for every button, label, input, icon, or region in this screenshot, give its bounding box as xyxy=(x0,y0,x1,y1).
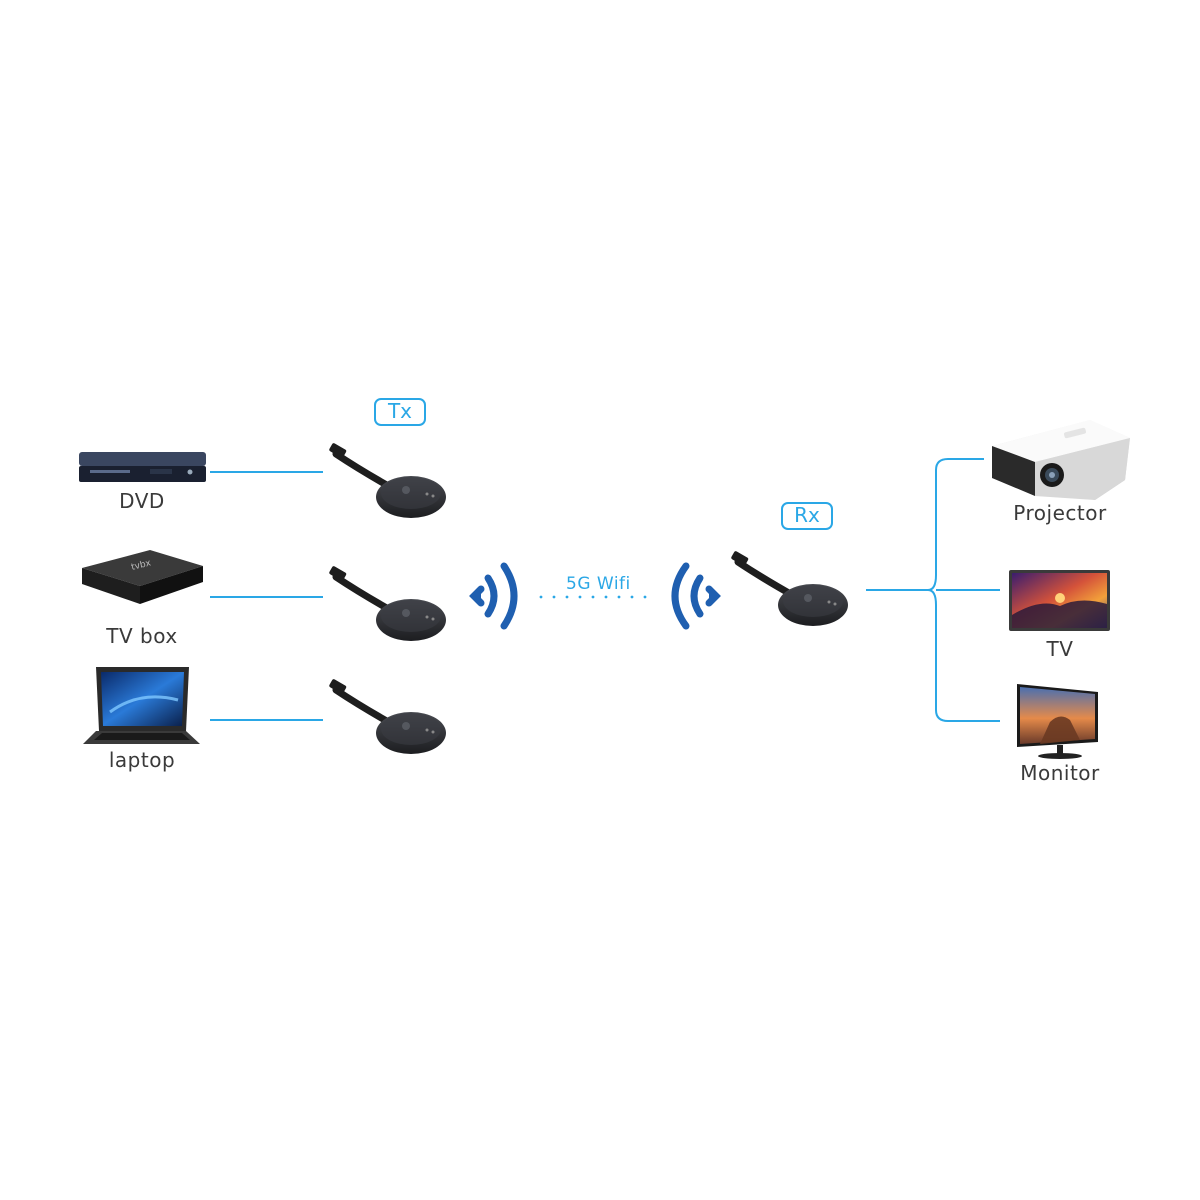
rx-tag: Rx xyxy=(781,502,833,530)
dvd-player-icon xyxy=(79,452,206,482)
destination-label-tv: TV xyxy=(1046,637,1074,661)
monitor-icon xyxy=(1017,684,1098,759)
svg-text:tvbx: tvbx xyxy=(130,558,152,573)
rx-dongle xyxy=(731,551,848,626)
source-label-tvbox: TV box xyxy=(106,624,178,648)
tx-dongle-1 xyxy=(329,443,446,518)
destination-label-monitor: Monitor xyxy=(1020,761,1100,785)
destination-connection-lines xyxy=(866,458,1000,722)
tx-tag: Tx xyxy=(374,398,426,426)
projector-icon xyxy=(992,420,1130,500)
link-dotted-line xyxy=(539,595,647,599)
tx-dongle-3 xyxy=(329,679,446,754)
laptop-icon xyxy=(83,667,200,744)
bracket-bottom xyxy=(927,589,1000,722)
source-label-laptop: laptop xyxy=(108,748,176,772)
source-label-dvd: DVD xyxy=(119,489,165,513)
tx-wifi-waves-icon xyxy=(469,562,518,630)
destination-label-projector: Projector xyxy=(1013,501,1107,525)
tx-dongle-2 xyxy=(329,566,446,641)
tv-icon xyxy=(1009,570,1110,631)
source-connection-lines xyxy=(210,471,323,721)
rx-wifi-waves-icon xyxy=(671,562,721,630)
link-label: 5G Wifi xyxy=(566,574,631,594)
tv-box-icon: tvbx xyxy=(82,550,203,604)
bracket-top xyxy=(927,458,984,591)
